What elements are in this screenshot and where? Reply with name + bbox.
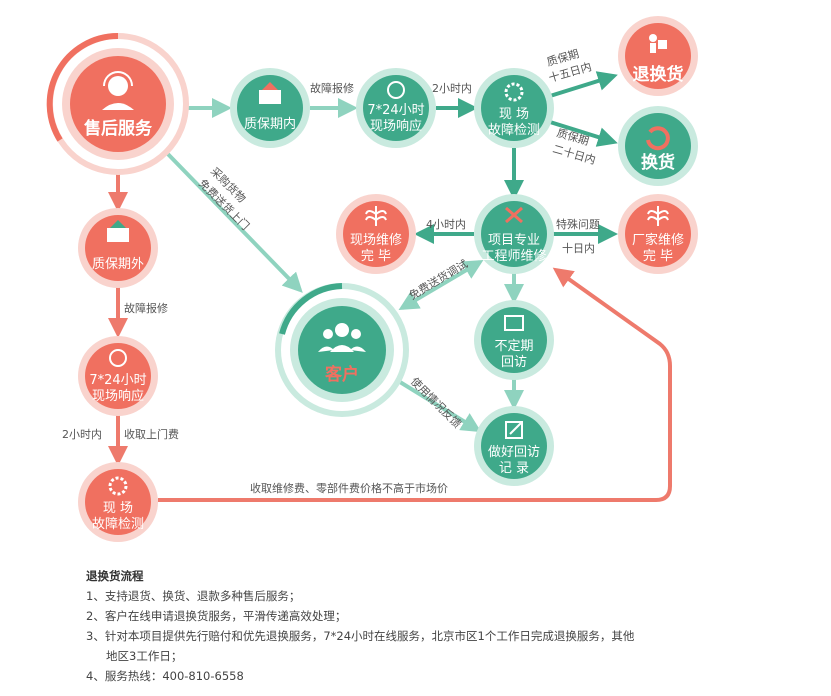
gear-person-icon — [108, 476, 128, 496]
edge-engineer-customer — [398, 259, 484, 311]
node-engineer-repair: 项目专业 工程师维修 — [474, 194, 554, 274]
node-onsite-done: 现场维修 完 毕 — [336, 194, 416, 274]
label-response-top-1: 7*24小时 — [367, 103, 424, 118]
node-in-warranty: 质保期内 — [230, 68, 310, 148]
notepad-pen-icon — [505, 421, 523, 439]
label-ten-days: 十日内 — [562, 241, 595, 255]
node-return-exchange: 退换货 — [618, 16, 698, 96]
tools-icon — [505, 206, 523, 224]
label-factory-done-1: 厂家维修 — [632, 232, 684, 248]
label-special-issue: 特殊问题 — [556, 217, 600, 231]
label-after-sales: 售后服务 — [84, 118, 153, 139]
notes-item: 1、支持退货、换货、退款多种售后服务； — [86, 589, 301, 603]
leaf-icon — [365, 206, 387, 226]
label-inspect-top-2: 故障检测 — [488, 123, 540, 138]
person-box-icon — [649, 34, 667, 53]
node-after-sales: 售后服务 — [46, 32, 189, 175]
notes-title: 退换货流程 — [86, 569, 144, 583]
node-inspect-top: 现 场 故障检测 — [474, 68, 554, 148]
node-inspect-left: 现 场 故障检测 — [78, 462, 158, 542]
label-inspect-left-2: 故障检测 — [92, 517, 144, 532]
label-fault-report-top: 故障报修 — [310, 81, 354, 95]
node-factory-done: 厂家维修 完 毕 — [618, 194, 698, 274]
label-inspect-top-1: 现 场 — [499, 107, 529, 122]
label-engineer-1: 项目专业 — [488, 233, 540, 248]
label-exchange: 换货 — [641, 152, 675, 173]
label-four-hours: 4小时内 — [426, 217, 466, 231]
notes-item: 4、服务热线：400-810-6558 — [86, 669, 244, 683]
label-in-warranty: 质保期内 — [244, 116, 296, 132]
node-response-top: 7*24小时 现场响应 — [356, 68, 436, 148]
edge-inspect-exchange — [549, 120, 618, 147]
notes-item: 3、针对本项目提供先行赔付和优先退换服务，7*24小时在线服务，北京市区1个工作… — [86, 629, 635, 643]
label-repair-fee: 收取维修费、零部件费价格不高于市场价 — [250, 481, 448, 495]
headset-agent-icon — [102, 71, 134, 110]
label-warranty-20-b: 二十日内 — [551, 141, 597, 167]
edge-inspect-return — [549, 71, 618, 98]
label-factory-done-2: 完 毕 — [643, 249, 673, 264]
label-out-warranty: 质保期外 — [92, 257, 144, 272]
label-visit-1: 不定期 — [494, 339, 533, 354]
label-return-exchange: 退换货 — [633, 64, 684, 85]
notes-item: 地区3工作日； — [106, 649, 183, 663]
label-response-left-2: 现场响应 — [92, 388, 144, 404]
node-out-warranty: 质保期外 — [78, 208, 158, 288]
label-record-1: 做好回访 — [488, 445, 540, 460]
edge-aftersales-customer — [162, 148, 303, 293]
label-two-hours-left: 2小时内 — [62, 427, 102, 441]
notes-item: 2、客户在线申请退换货服务，平滑传递高效处理； — [86, 609, 347, 623]
edge-customer-record — [398, 380, 482, 433]
node-visit: 不定期 回访 — [474, 300, 554, 380]
label-response-left-1: 7*24小时 — [89, 373, 146, 388]
label-engineer-2: 工程师维修 — [481, 249, 546, 264]
label-onsite-done-2: 完 毕 — [361, 249, 391, 264]
label-record-2: 记 录 — [499, 461, 529, 476]
notes-section: 退换货流程 1、支持退货、换货、退款多种售后服务； 2、客户在线申请退换货服务，… — [86, 566, 786, 686]
phone-24-icon — [109, 349, 127, 367]
people-group-icon — [318, 323, 366, 352]
edge-inspect-left-engineer — [158, 267, 672, 502]
label-response-top-2: 现场响应 — [370, 118, 422, 134]
node-customer: 客户 — [275, 283, 409, 417]
node-response-left: 7*24小时 现场响应 — [78, 336, 158, 416]
label-inspect-left-1: 现 场 — [103, 501, 133, 516]
label-door-fee: 收取上门费 — [124, 427, 179, 441]
node-exchange: 换货 — [618, 106, 698, 186]
box-arrow-icon — [107, 220, 129, 242]
label-usage-feedback: 使用情况反馈 — [408, 375, 464, 431]
label-free-delivery: 免费送货调试 — [406, 257, 470, 303]
gear-person-icon — [504, 82, 524, 102]
label-onsite-done-1: 现场维修 — [350, 233, 402, 248]
label-two-hours-top: 2小时内 — [432, 81, 472, 95]
phone-24-icon — [387, 81, 405, 99]
label-customer: 客户 — [324, 364, 359, 385]
leaf-icon — [647, 206, 669, 226]
label-visit-2: 回访 — [501, 355, 527, 370]
calendar-icon — [504, 315, 524, 331]
box-arrow-icon — [259, 82, 281, 104]
node-record: 做好回访 记 录 — [474, 406, 554, 486]
refresh-icon — [646, 126, 670, 151]
label-fault-report-left: 故障报修 — [124, 301, 168, 315]
